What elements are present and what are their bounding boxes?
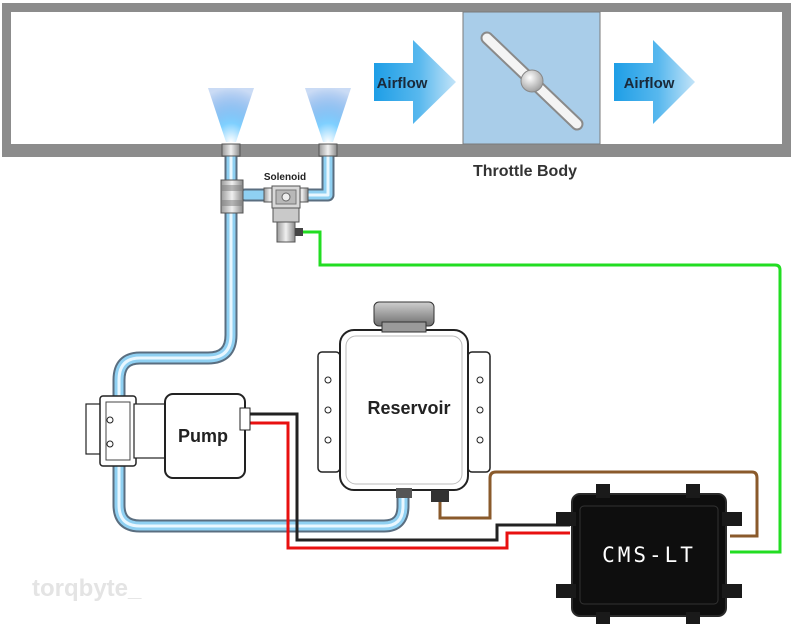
reservoir-tank: Reservoir <box>317 301 491 502</box>
airflow-arrow-left: Airflow <box>374 40 456 124</box>
airflow-arrow-right: Airflow <box>614 40 695 124</box>
arrow-right-icon <box>374 40 456 124</box>
nozzle-fitting-right <box>318 143 338 157</box>
spray-nozzle-right <box>305 88 351 142</box>
nozzle-fitting-left <box>221 143 241 157</box>
pump-power-wire <box>248 421 570 550</box>
water-pump: Pump <box>85 393 251 479</box>
spray-nozzle-icon <box>208 88 254 142</box>
spray-nozzle-left <box>208 88 254 142</box>
solenoid-label: Solenoid <box>264 172 306 183</box>
tee-fitting <box>220 179 244 214</box>
level-sensor-wire <box>438 470 759 538</box>
airflow-label-left: Airflow <box>377 75 428 92</box>
watermark-logo: torqbyte_ <box>32 575 142 602</box>
reservoir-label: Reservoir <box>367 398 450 418</box>
arrow-right-icon <box>614 40 695 124</box>
butterfly-valve-icon <box>480 31 584 131</box>
spray-nozzle-icon <box>305 88 351 142</box>
pump-label: Pump <box>178 426 228 446</box>
throttle-body-label: Throttle Body <box>473 163 577 180</box>
solenoid-valve: Solenoid <box>263 172 309 243</box>
cms-lt-controller: CMS-LT <box>556 484 742 624</box>
solenoid-signal-wire <box>303 230 782 554</box>
controller-label: CMS-LT <box>602 543 696 567</box>
pump-ground-wire <box>248 412 570 542</box>
airflow-label-right: Airflow <box>624 75 675 92</box>
